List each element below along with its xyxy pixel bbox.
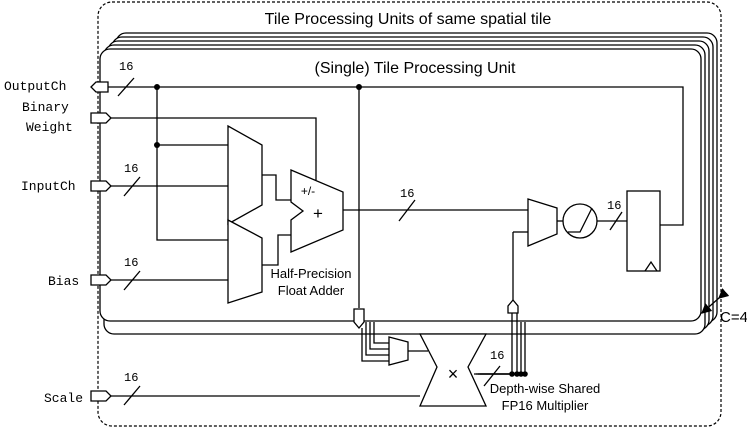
bus-width-mult-out: 16 bbox=[490, 349, 504, 363]
fp16-multiplier bbox=[418, 333, 488, 407]
port-label-weight: Weight bbox=[26, 120, 73, 135]
port-label-input-ch: InputCh bbox=[21, 179, 76, 194]
wires bbox=[108, 86, 684, 397]
clock-edge-icon bbox=[644, 260, 658, 272]
stacked-units bbox=[99, 32, 718, 335]
adder-label-line2: Float Adder bbox=[278, 283, 345, 298]
connector-in bbox=[507, 298, 519, 314]
multiplier-junctions bbox=[509, 371, 528, 377]
bus-width-bias: 16 bbox=[124, 256, 138, 270]
relu-curve bbox=[568, 207, 593, 233]
port-label-output-ch: OutputCh bbox=[4, 79, 66, 94]
diagram-title: Tile Processing Units of same spatial ti… bbox=[265, 11, 552, 28]
bus-width-adder-out: 16 bbox=[400, 187, 414, 201]
mux-input-ch bbox=[227, 124, 263, 226]
connector-out bbox=[353, 308, 365, 330]
bus-width-scale: 16 bbox=[124, 371, 138, 385]
multiplier-label-line1: Depth-wise Shared bbox=[490, 381, 601, 396]
outer-dashed-boundary bbox=[97, 1, 722, 427]
adder-plus: + bbox=[313, 204, 323, 223]
junctions bbox=[154, 84, 362, 148]
multiplier-label-line2: FP16 Multiplier bbox=[502, 398, 589, 413]
port-shapes bbox=[90, 81, 112, 402]
mux-bias bbox=[227, 218, 263, 304]
multiplier-symbol: × bbox=[448, 364, 459, 384]
stack-label: C=4 bbox=[720, 309, 747, 326]
port-label-binary: Binary bbox=[22, 100, 69, 115]
unit-title: (Single) Tile Processing Unit bbox=[315, 60, 517, 77]
output-register bbox=[626, 190, 661, 272]
bus-width-act-out: 16 bbox=[607, 199, 621, 213]
port-label-bias: Bias bbox=[48, 274, 79, 289]
adder-ops: +/- bbox=[301, 184, 315, 198]
port-label-scale: Scale bbox=[44, 391, 83, 406]
adder-label-line1: Half-Precision bbox=[271, 266, 352, 281]
bus-width-output: 16 bbox=[119, 60, 133, 74]
mux-output bbox=[527, 198, 558, 247]
mux-feed-lines bbox=[361, 322, 389, 362]
bus-marks bbox=[117, 77, 623, 406]
float-adder bbox=[290, 169, 344, 253]
stack-arrow bbox=[701, 288, 730, 314]
mux-multiplier bbox=[388, 336, 409, 366]
bus-width-input: 16 bbox=[124, 162, 138, 176]
activation-icon bbox=[562, 203, 598, 239]
